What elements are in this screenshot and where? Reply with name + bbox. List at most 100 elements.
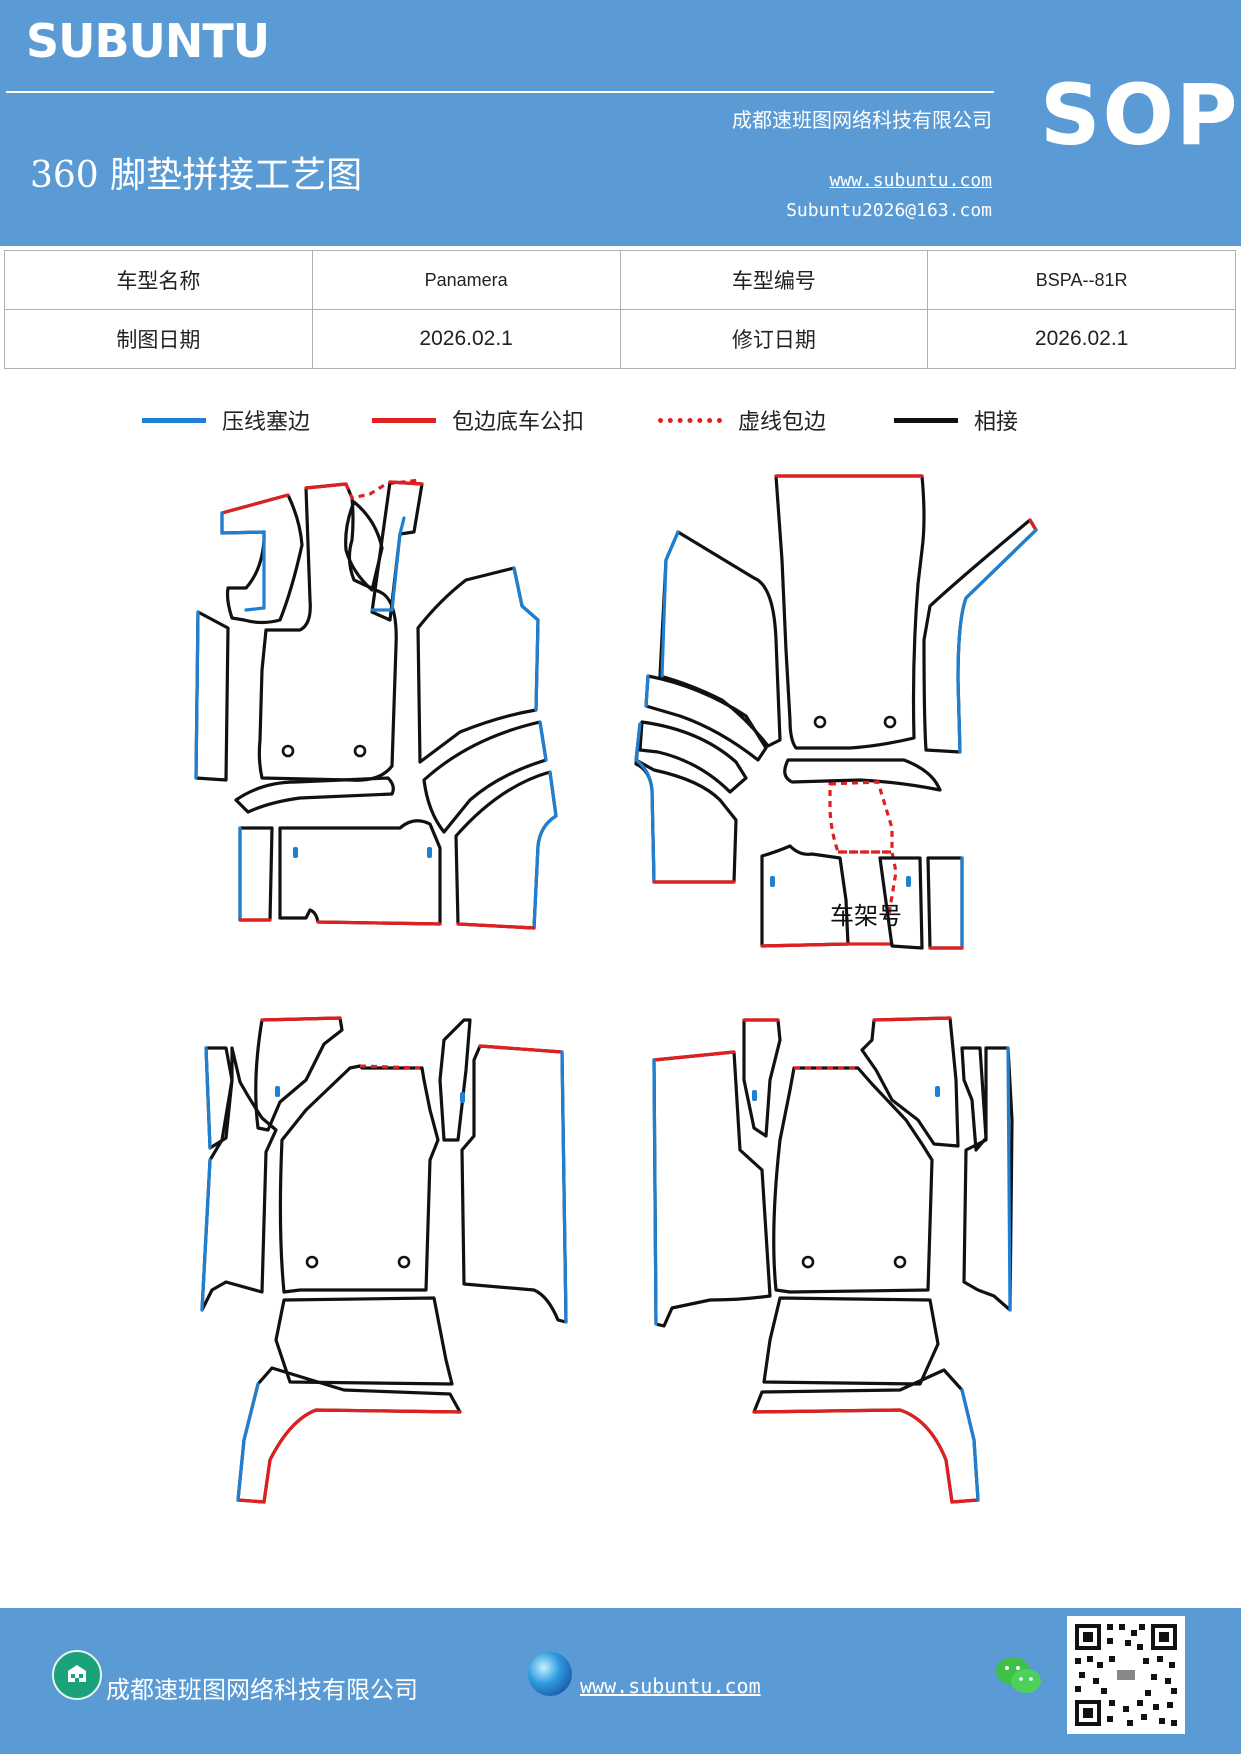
mat-piece [344, 500, 384, 592]
legend-swatch-red [372, 417, 436, 423]
front-right-mat-group [634, 474, 1038, 950]
edge-blue [200, 1158, 212, 1312]
building-icon [52, 1650, 102, 1700]
edge-red [478, 1044, 564, 1054]
legend-swatch-black [894, 417, 958, 423]
page-footer: 成都速班图网络科技有限公司 www.subuntu.com [0, 1608, 1241, 1754]
edge-blue [660, 530, 680, 678]
edge-red-dotted [828, 780, 894, 854]
mat-piece [658, 530, 782, 748]
model-name-label: 车型名称 [4, 250, 313, 310]
mat-piece [236, 1366, 462, 1504]
edge-blue [1006, 1046, 1012, 1312]
legend-item-black: 相接 [894, 402, 1018, 438]
edge-blue [204, 1046, 212, 1150]
mat-hole [305, 1255, 319, 1269]
edge-blue [956, 528, 1038, 754]
mat-piece [257, 482, 398, 782]
page-title: 360 脚垫拼接工艺图 [30, 155, 363, 196]
clip-slot [460, 1092, 465, 1103]
edge-red [304, 482, 348, 490]
legend-item-red-dotted: 虚线包边 [658, 402, 826, 438]
mat-hole [397, 1255, 411, 1269]
mat-piece [860, 1016, 960, 1148]
mat-piece [200, 1046, 278, 1312]
front-left-mat-group [194, 478, 558, 930]
edge-blue [236, 1382, 260, 1502]
legend-swatch-red-dotted [658, 417, 722, 423]
mat-piece [644, 674, 768, 762]
edge-blue [560, 1050, 568, 1324]
sop-label: SOP [1040, 66, 1240, 164]
mat-piece [220, 493, 304, 625]
revise-date-label: 修订日期 [619, 309, 929, 369]
edge-blue [220, 511, 266, 612]
edge-blue [538, 720, 548, 762]
edge-red-dotted [344, 478, 421, 500]
edge-red [316, 920, 442, 926]
brand-logo: SUBUNTU [26, 14, 270, 68]
draw-date-value: 2026.02.1 [311, 309, 621, 369]
mat-piece [962, 1046, 1014, 1312]
rear-left-mat-group [200, 1016, 568, 1504]
table-row: 车型名称 Panamera 车型编号 BSPA--81R [4, 250, 1236, 310]
legend-label: 虚线包边 [738, 410, 827, 435]
edge-red [872, 1016, 952, 1022]
header-company: 成都速班图网络科技有限公司 [732, 108, 992, 132]
page-header: SUBUNTU 成都速班图网络科技有限公司 SOP 360 脚垫拼接工艺图 ww… [0, 0, 1241, 246]
edge-red [752, 1408, 980, 1504]
mat-piece [960, 1046, 988, 1152]
rear-right-mat-group [652, 1016, 1014, 1504]
legend-label: 压线塞边 [222, 410, 311, 435]
legend-label: 包边底车公扣 [452, 410, 585, 435]
mat-hole [813, 715, 827, 729]
mat-piece [234, 776, 395, 814]
mat-hole [801, 1255, 815, 1269]
edge-red [236, 1408, 462, 1504]
edge-red [260, 1016, 342, 1022]
legend-swatch-blue [142, 417, 206, 423]
edge-blue [960, 1388, 980, 1502]
mat-piece [274, 1296, 454, 1386]
edge-blue [634, 722, 656, 884]
mat-piece [774, 474, 926, 750]
header-divider [6, 91, 994, 93]
building-icon-glyph [68, 1665, 86, 1682]
mat-piece [460, 1044, 568, 1324]
legend-item-blue: 压线塞边 [142, 402, 310, 438]
mat-piece [752, 1368, 980, 1504]
mat-piece [422, 720, 548, 834]
mat-piece [238, 826, 274, 922]
edge-blue [652, 1058, 658, 1326]
footer-website-link[interactable]: www.subuntu.com [580, 1674, 761, 1698]
edge-blue [194, 610, 200, 780]
mat-hole [281, 744, 295, 758]
mat-piece [742, 1018, 782, 1138]
header-email[interactable]: Subuntu2026@163.com [786, 200, 992, 221]
mat-hole [353, 744, 367, 758]
edge-red [1028, 518, 1038, 532]
mat-piece [783, 758, 942, 792]
header-website-link[interactable]: www.subuntu.com [829, 170, 992, 191]
wechat-icon[interactable] [994, 1654, 1044, 1698]
qr-code [1067, 1616, 1185, 1734]
clip-slot [906, 876, 911, 887]
edge-red [652, 1050, 736, 1062]
edge-red [456, 922, 536, 930]
clip-slot [293, 847, 298, 858]
edge-red [220, 493, 290, 515]
clip-slot [275, 1086, 280, 1097]
mat-piece [194, 610, 230, 782]
mat-piece [926, 856, 964, 950]
footer-company: 成都速班图网络科技有限公司 [106, 1676, 418, 1704]
mat-piece [652, 1050, 772, 1328]
mat-piece [454, 770, 558, 930]
mat-piece [762, 1296, 940, 1386]
clip-slot [427, 847, 432, 858]
model-code-value: BSPA--81R [927, 250, 1236, 310]
mat-piece [254, 1016, 344, 1132]
mat-piece [878, 856, 924, 950]
vehicle-info-table: 车型名称 Panamera 车型编号 BSPA--81R 制图日期 2026.0… [4, 250, 1236, 369]
edge-blue [370, 516, 406, 612]
